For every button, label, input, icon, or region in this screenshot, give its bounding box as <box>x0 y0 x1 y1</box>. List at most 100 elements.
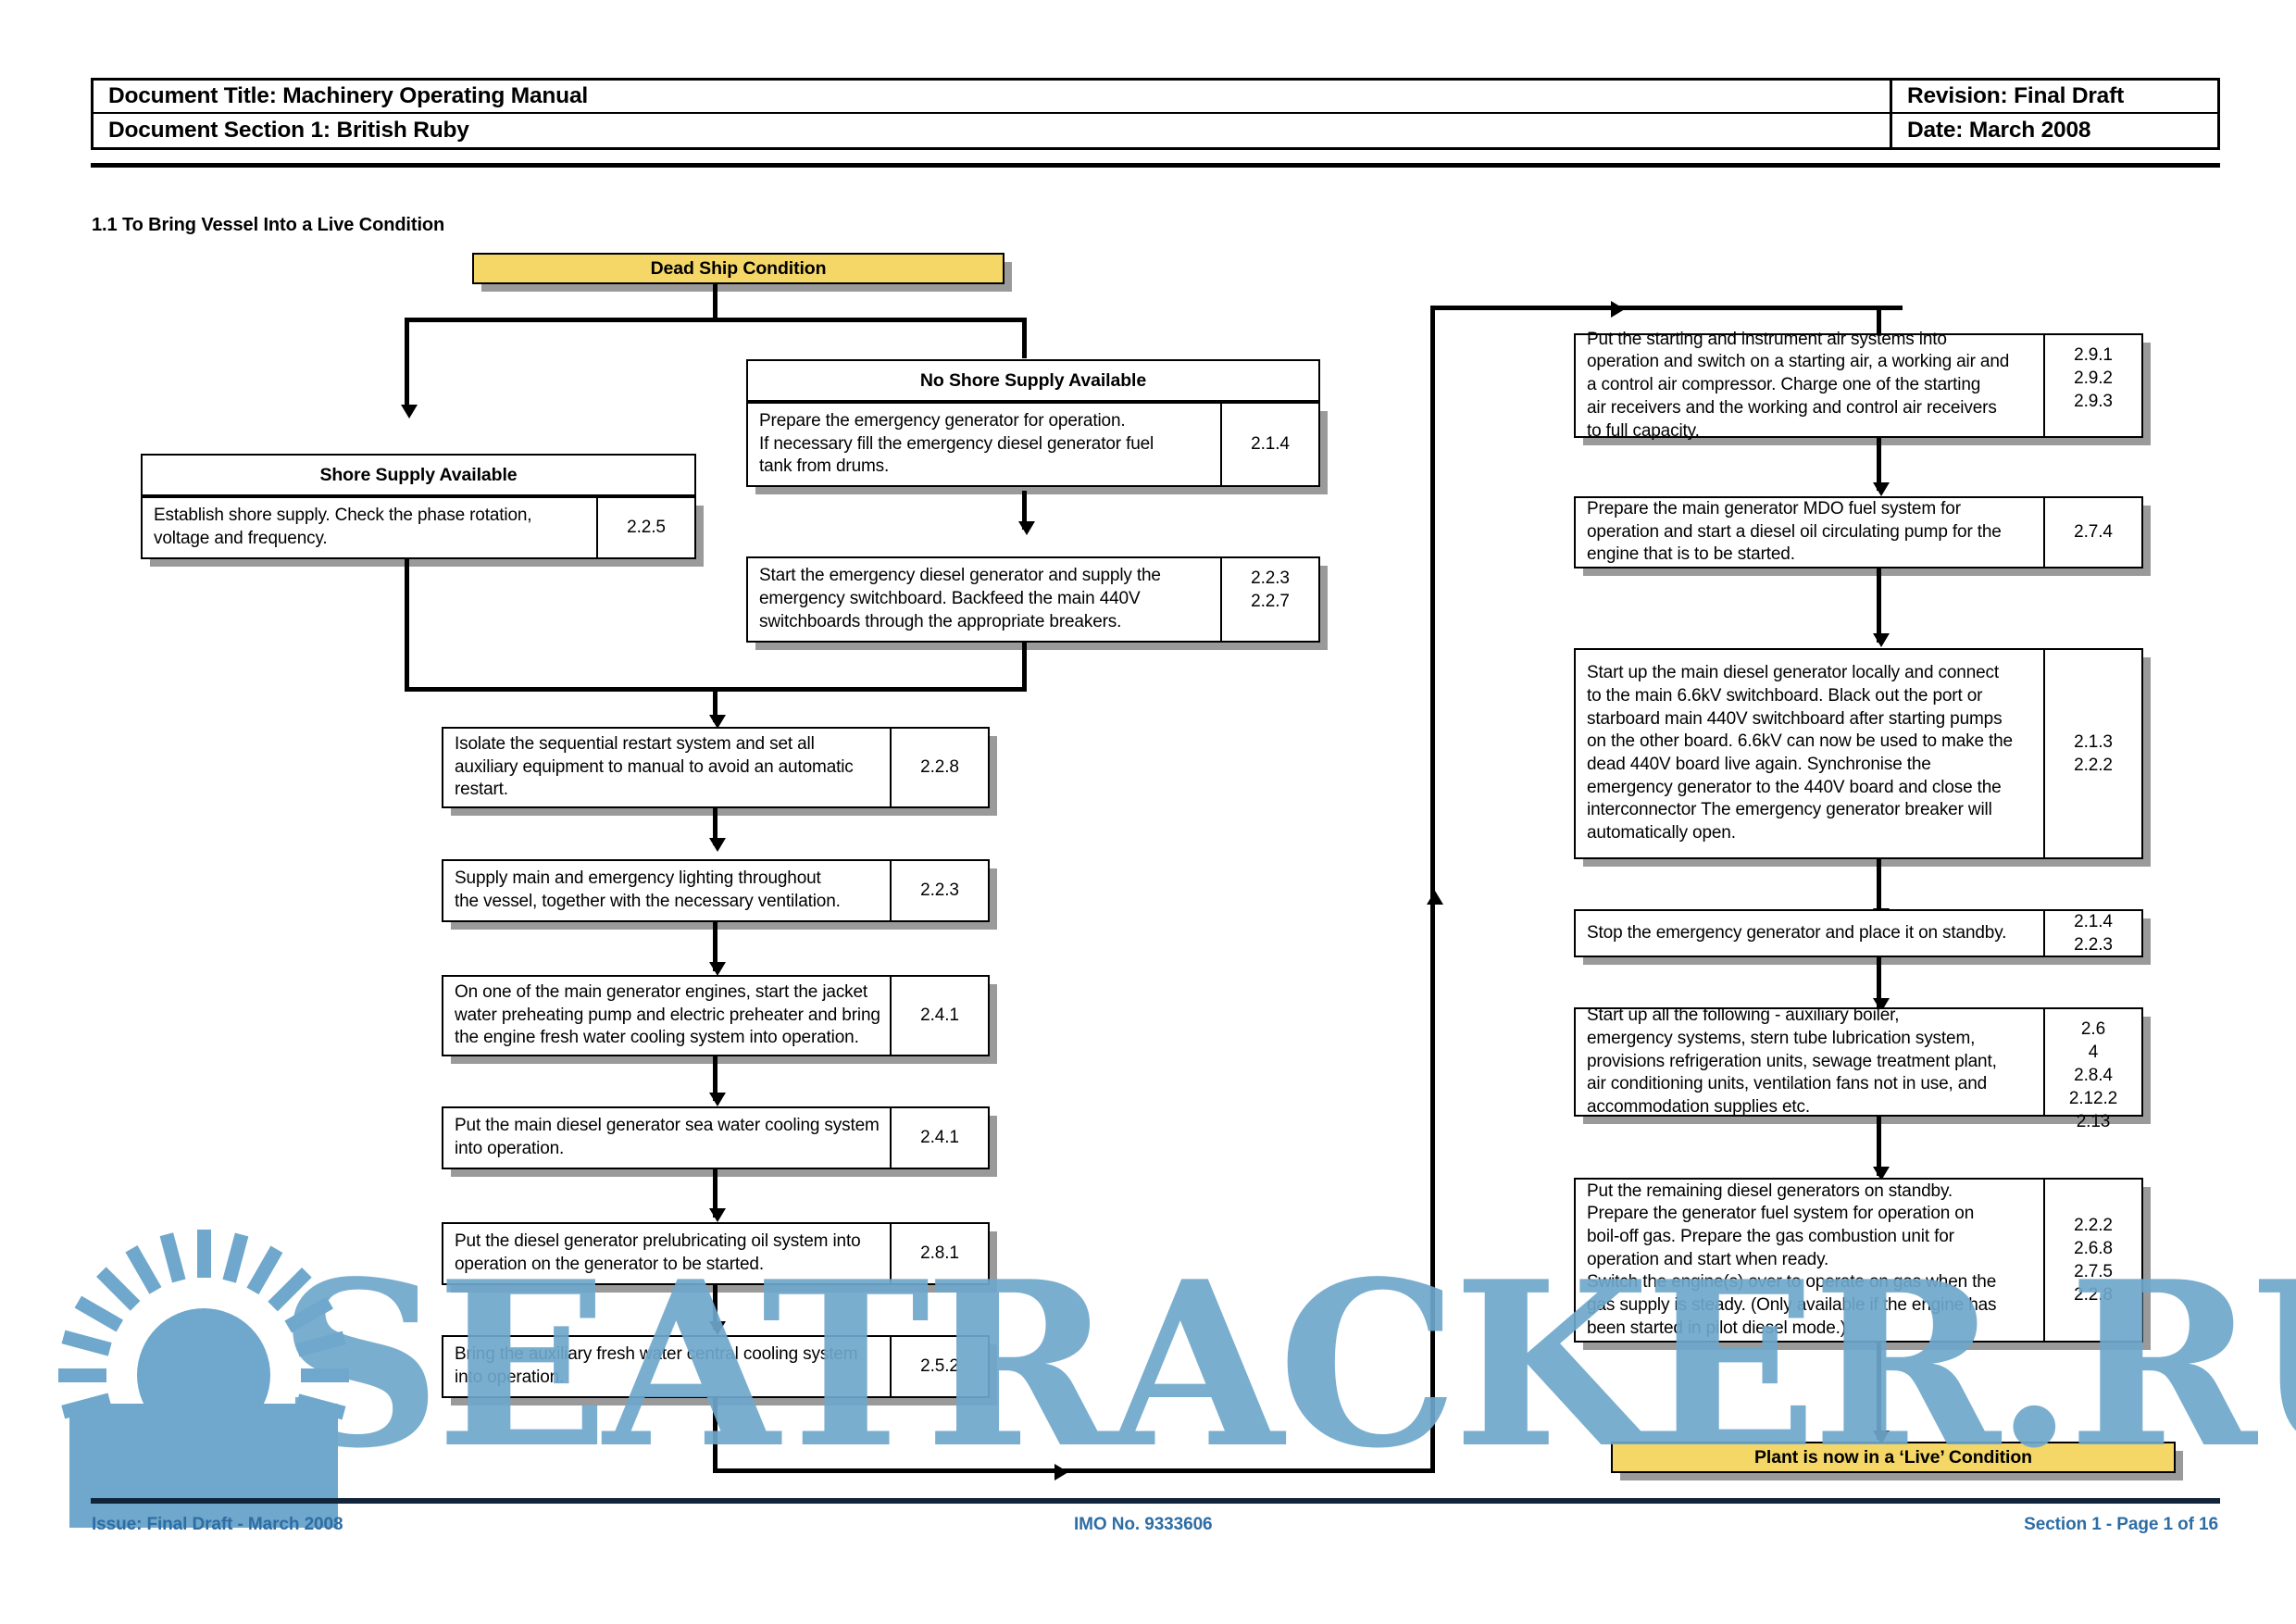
connector-right-riser <box>1430 306 1435 1473</box>
step-text: Start up all the following - auxiliary b… <box>1587 1006 1997 1118</box>
terminator-live-condition: Plant is now in a ‘Live’ Condition <box>1611 1442 2176 1473</box>
step-text: Supply main and emergency lighting throu… <box>455 868 841 911</box>
step-ref: 2.1.4 2.2.3 <box>2043 911 2141 956</box>
step-ref: 2.2.2 2.6.8 2.7.5 2.2.8 <box>2043 1180 2141 1341</box>
step-text: Prepare the main generator MDO fuel syst… <box>1587 498 2002 565</box>
connector-right-5-6 <box>1877 1117 1881 1176</box>
step-text: Isolate the sequential restart system an… <box>455 733 854 800</box>
step-box-main-generator-mdo-fuel: Prepare the main generator MDO fuel syst… <box>1574 496 2143 568</box>
step-box-stop-emergency-generator: Stop the emergency generator and place i… <box>1574 909 2143 957</box>
arrow-right-6 <box>1873 1167 1890 1181</box>
connector-shore-down-to-merge <box>405 559 409 692</box>
step-text: Bring the auxiliary fresh water central … <box>455 1344 858 1387</box>
header-divider-rule <box>91 163 2220 168</box>
step-text: On one of the main generator engines, st… <box>455 981 880 1048</box>
connector-no-shore-down-to-merge <box>1022 643 1027 692</box>
step-ref: 2.1.3 2.2.2 <box>2043 650 2141 857</box>
connector-top-to-right-column <box>1430 306 1903 310</box>
arrow-top-right-direction <box>1611 301 1625 318</box>
step-ref: 2.2.8 <box>890 729 988 806</box>
step-box-sea-water-cooling: Put the main diesel generator sea water … <box>442 1106 990 1169</box>
arrow-right-3 <box>1873 633 1890 647</box>
footer-divider-rule <box>91 1498 2220 1504</box>
arrow-to-shore-supply <box>401 405 418 418</box>
arrow-left-4 <box>709 1093 726 1106</box>
connector-bottom-to-right-horizontal <box>713 1468 1435 1473</box>
group-no-shore-supply-available: No Shore Supply Available <box>746 359 1320 402</box>
connector-right-1-2 <box>1877 438 1881 491</box>
step-text: Start up the main diesel generator local… <box>1587 663 2013 843</box>
step-box-start-main-diesel-generator: Start up the main diesel generator local… <box>1574 648 2143 859</box>
header-cell-revision: Revision: Final Draft <box>1890 81 2217 112</box>
step-box-auxiliary-fresh-water-cooling: Bring the auxiliary fresh water central … <box>442 1335 990 1398</box>
group-header-no-shore-supply: No Shore Supply Available <box>746 359 1320 402</box>
step-text: Prepare the emergency generator for oper… <box>759 410 1154 477</box>
step-ref: 2.7.4 <box>2043 498 2141 567</box>
connector-left-5-6 <box>713 1285 718 1330</box>
step-text: Put the diesel generator prelubricating … <box>455 1231 861 1274</box>
connector-right-6-to-end <box>1877 1343 1881 1440</box>
connector-left-2-3 <box>713 922 718 971</box>
doc-section-text: Document Section 1: British Ruby <box>108 117 469 143</box>
document-header-table: Document Title: Machinery Operating Manu… <box>91 78 2220 150</box>
connector-left-branch-down <box>405 318 409 411</box>
footer-issue: Issue: Final Draft - March 2008 <box>92 1515 343 1534</box>
arrow-left-3 <box>709 962 726 976</box>
step-box-supply-main-emergency-lighting: Supply main and emergency lighting throu… <box>442 859 990 922</box>
step-text: Stop the emergency generator and place i… <box>1587 922 2007 943</box>
step-ref: 2.1.4 <box>1220 404 1318 485</box>
connector-left-bottom-down <box>713 1398 718 1472</box>
step-box-start-emergency-diesel-generator: Start the emergency diesel generator and… <box>746 556 1320 643</box>
connector-left-1-2 <box>713 808 718 845</box>
connector-split-horizontal <box>405 318 1027 322</box>
step-ref: 2.4.1 <box>890 977 988 1055</box>
step-text: Put the starting and instrument air syst… <box>1587 329 2010 441</box>
step-text: Establish shore supply. Check the phase … <box>154 506 532 548</box>
connector-right-branch-down <box>1022 318 1027 358</box>
arrow-left-5 <box>709 1208 726 1222</box>
step-box-jacket-water-preheating: On one of the main generator engines, st… <box>442 975 990 1056</box>
arrow-to-end-terminator <box>1873 1430 1890 1444</box>
header-cell-date: Date: March 2008 <box>1890 114 2217 147</box>
doc-title-text: Document Title: Machinery Operating Manu… <box>108 82 588 108</box>
arrow-left-6 <box>709 1321 726 1335</box>
step-box-prepare-emergency-generator: Prepare the emergency generator for oper… <box>746 402 1320 487</box>
step-text: Put the main diesel generator sea water … <box>455 1116 880 1158</box>
step-ref: 2.5.2 <box>890 1337 988 1396</box>
step-ref: 2.4.1 <box>890 1108 988 1168</box>
step-ref: 2.2.5 <box>596 498 694 557</box>
step-ref: 2.2.3 2.2.7 <box>1220 558 1318 641</box>
revision-text: Revision: Final Draft <box>1907 82 2125 108</box>
footer-imo-number: IMO No. 9333606 <box>1074 1515 1213 1534</box>
connector-merge-down <box>713 687 718 722</box>
header-cell-doc-section: Document Section 1: British Ruby <box>94 114 1890 147</box>
step-box-remaining-diesel-generators: Put the remaining diesel generators on s… <box>1574 1178 2143 1343</box>
step-box-starting-instrument-air: Put the starting and instrument air syst… <box>1574 329 2143 441</box>
page-title: 1.1 To Bring Vessel Into a Live Conditio… <box>92 215 445 235</box>
connector-no-shore-step1-to-step2 <box>1022 491 1027 530</box>
group-shore-supply-available: Shore Supply Available <box>141 454 696 496</box>
sun-logo-icon <box>58 1230 349 1528</box>
date-text: Date: March 2008 <box>1907 117 2091 143</box>
connector-left-3-4 <box>713 1056 718 1101</box>
connector-into-right-col-top <box>1877 306 1881 333</box>
step-ref: 2.2.3 <box>890 861 988 920</box>
connector-left-4-5 <box>713 1169 718 1218</box>
step-box-start-up-auxiliary-systems: Start up all the following - auxiliary b… <box>1574 1006 2143 1131</box>
step-box-establish-shore-supply: Establish shore supply. Check the phase … <box>141 496 696 559</box>
footer-page-number: Section 1 - Page 1 of 16 <box>2024 1515 2218 1534</box>
step-text: Put the remaining diesel generators on s… <box>1587 1181 1997 1338</box>
header-cell-doc-title: Document Title: Machinery Operating Manu… <box>94 81 1890 112</box>
group-header-shore-supply: Shore Supply Available <box>141 454 696 496</box>
arrow-bottom-right-direction <box>1054 1464 1068 1480</box>
step-ref: 2.6 4 2.8.4 2.12.2 2.13 <box>2043 1009 2141 1131</box>
arrow-right-2 <box>1873 482 1890 496</box>
arrow-riser-up <box>1427 891 1443 905</box>
step-text: Start the emergency diesel generator and… <box>759 566 1161 631</box>
step-ref: 2.9.1 2.9.2 2.9.3 <box>2043 335 2141 436</box>
connector-start-down <box>713 284 718 319</box>
step-box-isolate-sequential-restart: Isolate the sequential restart system an… <box>442 727 990 808</box>
arrow-no-shore-step2 <box>1018 521 1035 535</box>
step-box-prelubricating-oil-system: Put the diesel generator prelubricating … <box>442 1222 990 1285</box>
